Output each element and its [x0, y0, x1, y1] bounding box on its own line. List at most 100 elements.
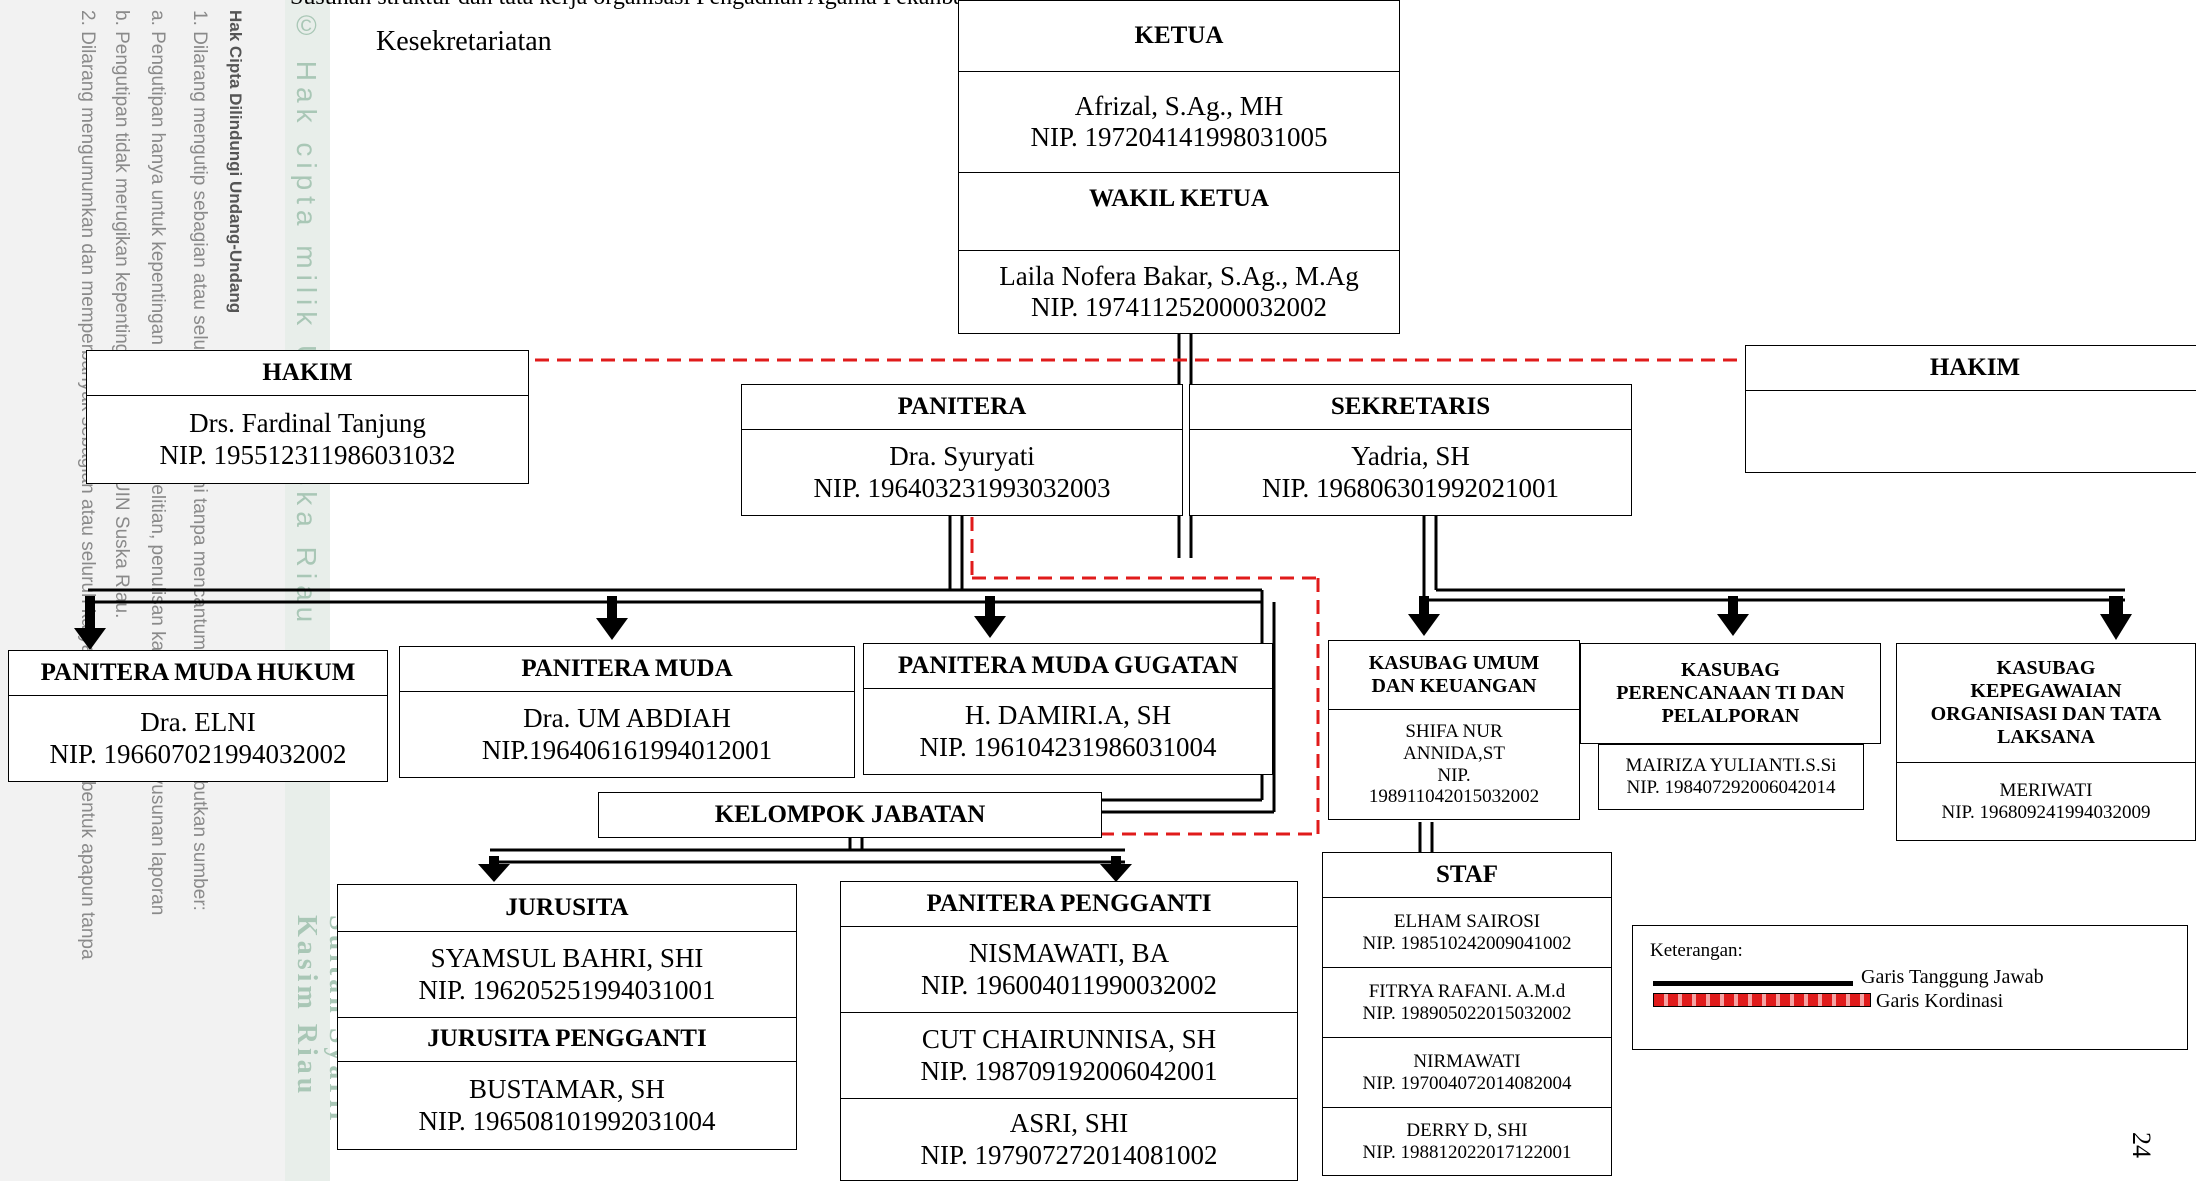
panmud-gugatan-box: PANITERA MUDA GUGATAN H. DAMIRI.A, SH NI…: [863, 643, 1273, 775]
kelompok-jabatan-title: KELOMPOK JABATAN: [714, 800, 986, 828]
staf-member: FITRYA RAFANI. A.M.d NIP. 19890502201503…: [1323, 967, 1611, 1037]
kasubag-umum-name: ANNIDA,ST: [1403, 742, 1505, 764]
panitera-pengganti-name: ASRI, SHI: [1009, 1108, 1129, 1139]
panitera-title: PANITERA: [897, 392, 1027, 420]
kasubag-perencanaan-title-line: PELALPORAN: [1661, 705, 1800, 727]
kasubag-perencanaan-name: MAIRIZA YULIANTI.S.Si: [1625, 755, 1837, 777]
legend-title: Keterangan:: [1650, 940, 1743, 961]
hakim-right-empty: [1746, 390, 2196, 472]
panitera-pengganti-title: PANITERA PENGGANTI: [926, 889, 1212, 917]
staf-box: STAF ELHAM SAIROSI NIP. 1985102420090410…: [1322, 852, 1612, 1176]
hakim-right-title: HAKIM: [1929, 353, 2021, 381]
legend-box: Keterangan: Garis Tanggung Jawab Garis K…: [1632, 925, 2188, 1050]
jurusita-pengganti-nip: NIP. 196508101992031004: [418, 1105, 716, 1136]
watermark-line-1: Hak Cipta Dilindungi Undang-Undang: [226, 10, 245, 314]
panmud-info: Dra. UM ABDIAH NIP.196406161994012001: [400, 691, 854, 777]
panitera-pengganti-member: NISMAWATI, BA NIP. 196004011990032002: [841, 926, 1297, 1012]
kasubag-kepegawaian-title-line: LAKSANA: [1997, 726, 2095, 748]
wakil-ketua-title: WAKIL KETUA: [959, 172, 1399, 250]
jurusita-pengganti-info: BUSTAMAR, SH NIP. 196508101992031004: [338, 1061, 796, 1149]
kasubag-umum-nip-label: NIP.: [1437, 764, 1471, 786]
hakim-left-title: HAKIM: [262, 358, 353, 386]
hakim-left-nip: NIP. 195512311986031032: [159, 439, 456, 470]
panitera-pengganti-nip: NIP. 196004011990032002: [920, 969, 1217, 1000]
panmud-hukum-nip: NIP. 196607021994032002: [49, 738, 347, 769]
kasubag-kepegawaian-box: KASUBAG KEPEGAWAIAN ORGANISASI DAN TATA …: [1896, 643, 2196, 841]
legend-solid-label: Garis Tanggung Jawab: [1861, 966, 2044, 988]
kasubag-kepegawaian-title: KASUBAG KEPEGAWAIAN ORGANISASI DAN TATA …: [1897, 644, 2195, 762]
staf-member-nip: NIP. 198812022017122001: [1362, 1141, 1572, 1163]
panitera-pengganti-member: ASRI, SHI NIP. 197907272014081002: [841, 1098, 1297, 1180]
kasubag-kepegawaian-title-line: KEPEGAWAIAN: [1970, 680, 2122, 702]
panmud-hukum-title: PANITERA MUDA HUKUM: [40, 658, 356, 686]
sekretaris-info: Yadria, SH NIP. 196806301992021001: [1190, 429, 1631, 515]
staf-member: ELHAM SAIROSI NIP. 198510242009041002: [1323, 897, 1611, 967]
panitera-box: PANITERA Dra. Syuryati NIP. 196403231993…: [741, 384, 1183, 516]
kasubag-kepegawaian-name: MERIWATI: [1999, 779, 2093, 801]
hakim-right-box: HAKIM: [1745, 345, 2196, 473]
staf-title: STAF: [1435, 860, 1499, 888]
jurusita-pengganti-title: JURUSITA PENGGANTI: [338, 1017, 796, 1061]
panmud-gugatan-name: H. DAMIRI.A, SH: [964, 700, 1172, 731]
kasubag-kepegawaian-title-line: ORGANISASI DAN TATA: [1930, 703, 2162, 725]
kasubag-umum-name: SHIFA NUR: [1405, 720, 1503, 742]
section-label: Kesekretariatan: [376, 26, 552, 57]
panmud-box: PANITERA MUDA Dra. UM ABDIAH NIP.1964061…: [399, 646, 855, 778]
panmud-title: PANITERA MUDA: [521, 654, 733, 682]
hakim-left-box: HAKIM Drs. Fardinal Tanjung NIP. 1955123…: [86, 350, 529, 484]
kasubag-kepegawaian-nip: NIP. 196809241994032009: [1941, 801, 2151, 823]
panitera-pengganti-nip: NIP. 197907272014081002: [920, 1139, 1218, 1170]
kasubag-perencanaan-nip: NIP. 198407292006042014: [1626, 777, 1836, 798]
legend-dashed-label: Garis Kordinasi: [1876, 990, 2004, 1012]
staf-member: DERRY D, SHI NIP. 198812022017122001: [1323, 1107, 1611, 1175]
panitera-name: Dra. Syuryati: [889, 441, 1035, 472]
kasubag-perencanaan-title-line: PERENCANAAN TI DAN: [1616, 682, 1845, 704]
staf-member: NIRMAWATI NIP. 197004072014082004: [1323, 1037, 1611, 1107]
wakil-ketua-info: Laila Nofera Bakar, S.Ag., M.Ag NIP. 197…: [959, 250, 1399, 333]
panitera-pengganti-member: CUT CHAIRUNNISA, SH NIP. 198709192006042…: [841, 1012, 1297, 1098]
kasubag-umum-title-line: DAN KEUANGAN: [1371, 675, 1537, 697]
wakil-ketua-nip: NIP. 197411252000032002: [1030, 292, 1327, 322]
staf-member-name: FITRYA RAFANI. A.M.d: [1368, 980, 1566, 1002]
staf-member-name: NIRMAWATI: [1413, 1050, 1521, 1072]
panitera-pengganti-box: PANITERA PENGGANTI NISMAWATI, BA NIP. 19…: [840, 881, 1298, 1181]
jurusita-info: SYAMSUL BAHRI, SHI NIP. 1962052519940310…: [338, 931, 796, 1017]
staf-member-nip: NIP. 198905022015032002: [1362, 1002, 1572, 1024]
kasubag-umum-title: KASUBAG UMUM DAN KEUANGAN: [1329, 641, 1579, 709]
ketua-info: Afrizal, S.Ag., MH NIP. 1972041419980310…: [959, 71, 1399, 172]
clipped-header-text: Susunan struktur dan tata kerja organisa…: [290, 0, 1143, 11]
panmud-gugatan-info: H. DAMIRI.A, SH NIP. 196104231986031004: [864, 688, 1272, 774]
panmud-hukum-box: PANITERA MUDA HUKUM Dra. ELNI NIP. 19660…: [8, 650, 388, 782]
panitera-pengganti-name: CUT CHAIRUNNISA, SH: [921, 1024, 1217, 1055]
staf-member-nip: NIP. 198510242009041002: [1362, 932, 1572, 954]
sekretaris-nip: NIP. 196806301992021001: [1261, 472, 1559, 503]
kasubag-kepegawaian-info: MERIWATI NIP. 196809241994032009: [1897, 762, 2195, 840]
legend-solid-line: [1653, 981, 1853, 986]
kasubag-perencanaan-info: MAIRIZA YULIANTI.S.Si NIP. 1984072920060…: [1599, 745, 1863, 809]
panmud-nip: NIP.196406161994012001: [481, 734, 773, 765]
staf-member-name: ELHAM SAIROSI: [1393, 910, 1541, 932]
wakil-ketua-name: Laila Nofera Bakar, S.Ag., M.Ag: [999, 260, 1359, 291]
kasubag-umum-title-line: KASUBAG UMUM: [1368, 652, 1540, 674]
sekretaris-title: SEKRETARIS: [1330, 392, 1491, 420]
kasubag-umum-nip: 198911042015032002: [1368, 786, 1540, 808]
panitera-pengganti-nip: NIP. 198709192006042001: [920, 1055, 1218, 1086]
kasubag-umum-info: SHIFA NUR ANNIDA,ST NIP. 198911042015032…: [1329, 709, 1579, 819]
jurusita-pengganti-name: BUSTAMAR, SH: [469, 1074, 665, 1105]
panmud-name: Dra. UM ABDIAH: [523, 703, 731, 734]
panmud-gugatan-nip: NIP. 196104231986031004: [919, 731, 1217, 762]
ketua-name: Afrizal, S.Ag., MH: [1074, 90, 1284, 121]
panitera-info: Dra. Syuryati NIP. 196403231993032003: [742, 429, 1182, 515]
kasubag-perencanaan-box: KASUBAG PERENCANAAN TI DAN PELALPORAN: [1580, 643, 1881, 744]
panmud-gugatan-title: PANITERA MUDA GUGATAN: [897, 651, 1239, 679]
jurusita-name: SYAMSUL BAHRI, SHI: [430, 943, 704, 974]
legend-dashed-line: [1653, 993, 1871, 1007]
ketua-title: KETUA: [1134, 21, 1224, 49]
panitera-pengganti-name: NISMAWATI, BA: [968, 938, 1170, 969]
jurusita-title: JURUSITA: [505, 893, 629, 921]
staf-member-nip: NIP. 197004072014082004: [1362, 1072, 1572, 1094]
sekretaris-name: Yadria, SH: [1351, 441, 1470, 472]
panitera-nip: NIP. 196403231993032003: [813, 472, 1111, 503]
kasubag-perencanaan-title: KASUBAG PERENCANAAN TI DAN PELALPORAN: [1581, 644, 1880, 743]
